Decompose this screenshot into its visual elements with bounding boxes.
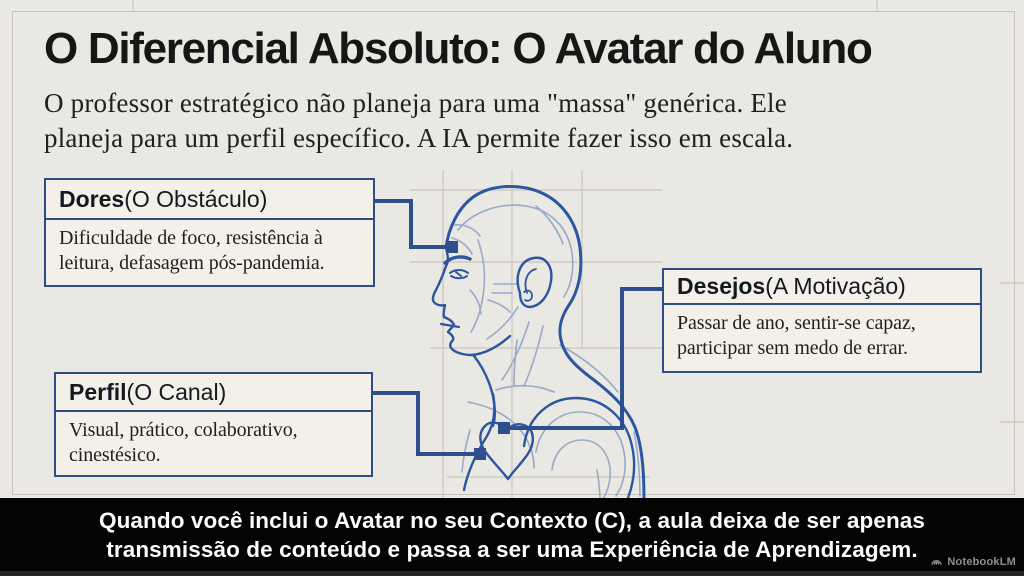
callout-desejos: Desejos (A Motivação) Passar de ano, sen… <box>662 268 982 373</box>
callout-dores-body: Dificuldade de foco, resistência à leitu… <box>46 220 373 276</box>
callout-perfil: Perfil (O Canal) Visual, prático, colabo… <box>54 372 373 477</box>
callout-perfil-header: Perfil (O Canal) <box>56 374 371 412</box>
watermark-label: NotebookLM <box>947 555 1016 568</box>
notebooklm-logo-icon <box>931 560 943 565</box>
callout-desejos-body: Passar de ano, sentir-se capaz, particip… <box>664 305 980 361</box>
callout-dores-header: Dores (O Obstáculo) <box>46 180 373 220</box>
body-line: participar sem medo de errar. <box>677 337 908 359</box>
caption-bar: Quando você inclui o Avatar no seu Conte… <box>0 498 1024 576</box>
callout-dores: Dores (O Obstáculo) Dificuldade de foco,… <box>44 178 375 287</box>
caption-line: Quando você inclui o Avatar no seu Conte… <box>98 508 926 533</box>
callout-qualifier: (O Canal) <box>126 378 227 405</box>
slide-title: O Diferencial Absoluto: O Avatar do Alun… <box>44 24 873 73</box>
head-line-art-secondary <box>451 204 641 501</box>
body-line: leitura, defasagem pós-pandemia. <box>59 252 325 274</box>
callout-perfil-body: Visual, prático, colaborativo, cinestési… <box>56 412 371 468</box>
callout-term: Desejos <box>677 273 766 299</box>
slide-subtitle: O professor estratégico não planeja para… <box>44 86 984 156</box>
connector-dores <box>375 199 446 249</box>
notebooklm-watermark: NotebookLM <box>930 555 1016 568</box>
construction-grid-lines <box>132 0 1024 505</box>
connector-endpoint-marker-desejos <box>498 422 510 434</box>
caption-line: transmissão de conteúdo e passa a ser um… <box>106 536 918 562</box>
subtitle-line: O professor estratégico não planeja para… <box>44 88 787 118</box>
body-line: Passar de ano, sentir-se capaz, <box>677 312 916 334</box>
callout-connectors <box>373 199 662 460</box>
body-line: Visual, prático, colaborativo, <box>69 419 298 441</box>
body-line: cinestésico. <box>69 444 161 466</box>
body-line: Dificuldade de foco, resistência à <box>59 227 323 249</box>
connector-perfil <box>373 391 475 456</box>
callout-term: Perfil <box>69 378 127 405</box>
caption-text: Quando você inclui o Avatar no seu Conte… <box>0 507 1024 564</box>
head-line-art-primary <box>431 185 646 500</box>
callout-term: Dores <box>59 185 125 212</box>
callout-qualifier: (A Motivação) <box>765 273 906 299</box>
subtitle-line: planeja para um perfil específico. A IA … <box>44 123 794 153</box>
callout-desejos-header: Desejos (A Motivação) <box>664 270 980 305</box>
callout-qualifier: (O Obstáculo) <box>124 185 268 212</box>
caption-bottom-strip <box>0 571 1024 576</box>
connector-endpoint-marker-dores <box>446 241 458 253</box>
connector-desejos <box>510 287 662 430</box>
connector-endpoint-marker-perfil <box>474 448 486 460</box>
